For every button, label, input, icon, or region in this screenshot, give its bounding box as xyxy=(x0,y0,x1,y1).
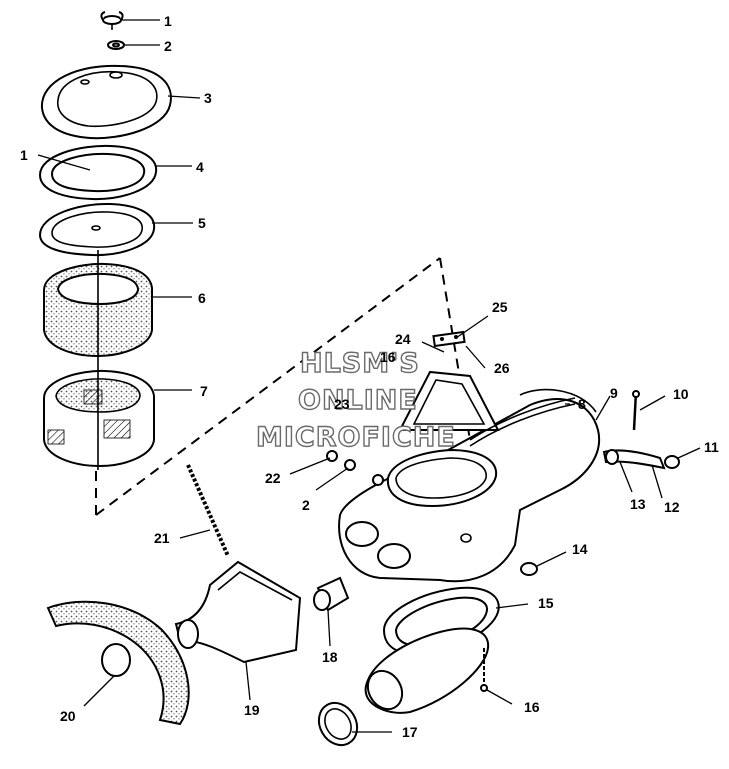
callout-9: 9 xyxy=(610,385,618,401)
callout-1-lower: 1 xyxy=(20,147,28,163)
callout-22: 22 xyxy=(265,470,281,486)
elbow-part xyxy=(313,576,350,612)
plate-part xyxy=(432,330,466,348)
wing-nut-part xyxy=(100,11,124,30)
callout-labels: 1 2 3 1 4 5 6 7 8 9 10 11 12 13 14 15 16… xyxy=(20,13,719,740)
intake-duct-part xyxy=(174,560,302,664)
callout-7: 7 xyxy=(200,383,208,399)
callout-12: 12 xyxy=(664,499,680,515)
air-cleaner-cover-part xyxy=(40,64,172,140)
callout-20: 20 xyxy=(60,708,76,724)
callout-6: 6 xyxy=(198,290,206,306)
callout-2: 2 xyxy=(164,38,172,54)
adapter-part xyxy=(317,627,490,747)
watermark: HLSM'S ONLINE MICROFICHE xyxy=(255,347,456,453)
stud-part xyxy=(480,648,488,692)
callout-16: 16 xyxy=(524,699,540,715)
callout-14: 14 xyxy=(572,541,588,557)
callout-23: 23 xyxy=(334,396,350,412)
air-cleaner-base-part xyxy=(338,388,601,583)
watermark-line-3: MICROFICHE xyxy=(256,422,456,453)
callout-13: 13 xyxy=(630,496,646,512)
callout-10: 10 xyxy=(673,386,689,402)
callout-11: 11 xyxy=(704,439,719,455)
callout-25: 25 xyxy=(492,299,508,315)
breather-tube-part xyxy=(469,397,576,447)
callout-3: 3 xyxy=(204,90,212,106)
watermark-line-2: ONLINE xyxy=(298,385,418,416)
shield-part xyxy=(46,600,190,726)
callout-1: 1 xyxy=(164,13,172,29)
seal-ring-part xyxy=(38,144,158,201)
hose-assembly-part xyxy=(602,449,680,470)
callout-17: 17 xyxy=(402,724,418,740)
nut-part xyxy=(520,562,538,576)
callout-4: 4 xyxy=(196,159,204,175)
washer-part xyxy=(107,40,125,50)
callout-26: 26 xyxy=(494,360,510,376)
watermark-line-1: HLSM'S xyxy=(300,348,420,379)
small-screw-part xyxy=(326,450,356,471)
gasket-part xyxy=(38,202,156,257)
bracket-part xyxy=(398,370,500,431)
callout-19: 19 xyxy=(244,702,260,718)
callout-21: 21 xyxy=(154,530,170,546)
callout-8: 8 xyxy=(578,396,586,412)
callout-5: 5 xyxy=(198,215,206,231)
callout-2-lower: 2 xyxy=(302,497,310,513)
callout-24: 24 xyxy=(395,331,411,347)
callout-15: 15 xyxy=(538,595,554,611)
callout-16-upper: 16 xyxy=(380,349,396,365)
leader-lines xyxy=(37,19,701,733)
screw-part xyxy=(632,390,640,431)
air-filter-element-part xyxy=(43,250,155,470)
callout-18: 18 xyxy=(322,649,338,665)
long-bolt-part xyxy=(186,464,230,557)
